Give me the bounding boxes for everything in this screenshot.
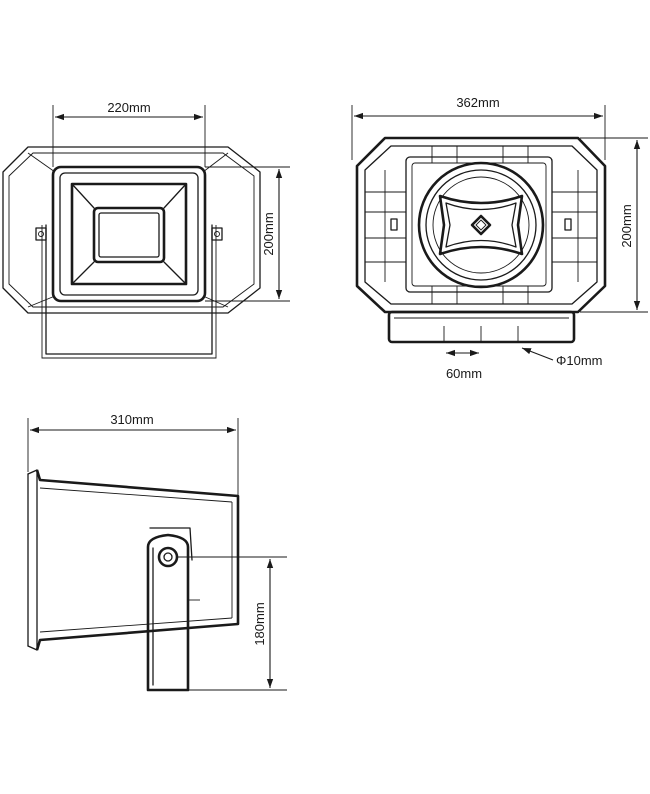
side-view: 310mm 180mm <box>27 412 287 692</box>
side-length-label: 310mm <box>110 412 153 427</box>
front-width-label: 220mm <box>107 100 150 115</box>
rear-width-label: 362mm <box>456 95 499 110</box>
rear-view: 362mm 200mm 60mm Φ10mm <box>351 95 648 381</box>
side-height-label: 180mm <box>252 602 267 645</box>
hole-diameter-label: Φ10mm <box>556 353 603 368</box>
rear-height-label: 200mm <box>619 204 634 247</box>
front-view: 220mm 200mm <box>2 100 290 359</box>
hole-spacing-label: 60mm <box>446 366 482 381</box>
front-height-label: 200mm <box>261 212 276 255</box>
